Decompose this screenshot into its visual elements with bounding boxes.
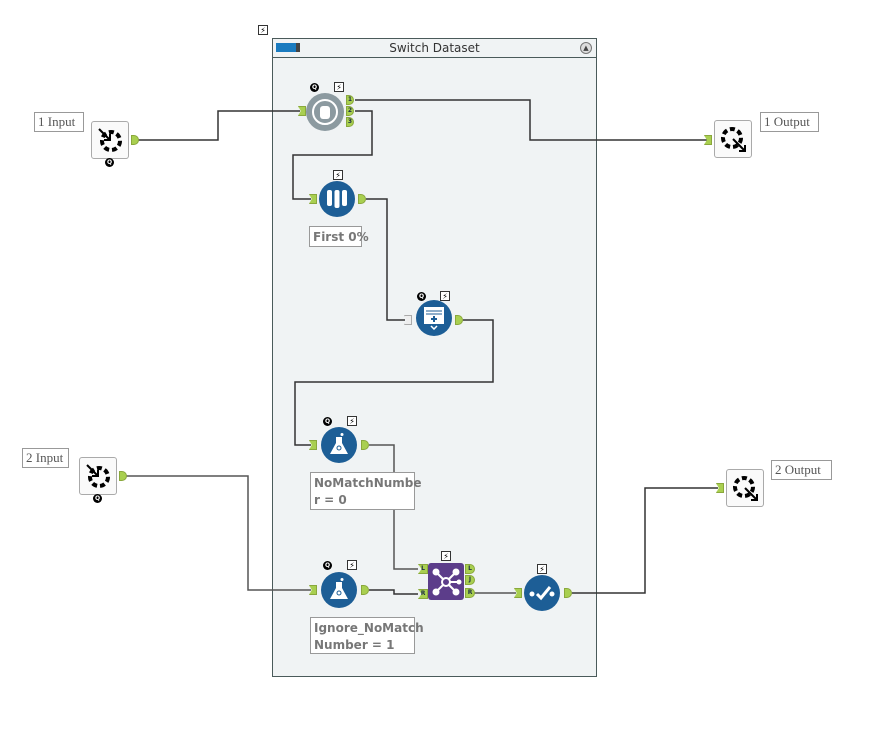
container-title: Switch Dataset bbox=[389, 41, 480, 55]
bolt-icon: ⚡ bbox=[537, 564, 547, 574]
formula-tool-2[interactable] bbox=[321, 572, 357, 608]
macro-output-1-label: 1 Output bbox=[760, 112, 819, 132]
macro-input-1-label: 1 Input bbox=[34, 112, 84, 132]
q-badge-icon: Q bbox=[105, 158, 114, 167]
output-anchor-2[interactable]: 2 bbox=[346, 106, 354, 116]
macro-output-gear-icon bbox=[733, 476, 758, 501]
bolt-icon: ⚡ bbox=[333, 170, 343, 180]
output-anchor-3[interactable]: 3 bbox=[346, 117, 354, 127]
q-badge-icon: Q bbox=[323, 417, 332, 426]
macro-input-2-tool[interactable] bbox=[79, 457, 117, 495]
sample-tool[interactable] bbox=[319, 181, 355, 217]
macro-output-gear-icon bbox=[721, 127, 746, 152]
macro-input-gear-icon bbox=[86, 464, 110, 488]
test-tubes-icon bbox=[327, 190, 347, 208]
bolt-icon: ⚡ bbox=[334, 82, 344, 92]
formula-2-annotation: Ignore_NoMatch Number = 1 bbox=[310, 617, 424, 654]
macro-output-2-label: 2 Output bbox=[771, 460, 832, 480]
output-anchor[interactable] bbox=[119, 471, 127, 481]
join-right-output-anchor[interactable]: R bbox=[465, 588, 475, 598]
macro-output-1-tool[interactable] bbox=[714, 120, 752, 158]
connection bbox=[292, 110, 373, 200]
macro-input-gear-icon bbox=[98, 128, 122, 152]
output-anchor[interactable] bbox=[131, 135, 139, 145]
formula-tool-1[interactable] bbox=[321, 427, 357, 463]
join-hub-icon bbox=[432, 568, 462, 595]
chevron-up-icon[interactable]: ▲ bbox=[580, 42, 592, 54]
q-badge-icon: Q bbox=[93, 494, 102, 503]
output-anchor[interactable] bbox=[361, 585, 369, 595]
join-join-output-anchor[interactable]: J bbox=[465, 575, 475, 585]
flask-icon bbox=[330, 433, 348, 454]
connection bbox=[369, 589, 418, 595]
bolt-icon: ⚡ bbox=[347, 416, 357, 426]
q-badge-icon: Q bbox=[323, 561, 332, 570]
bolt-icon: ⚡ bbox=[347, 560, 357, 570]
summarize-tool[interactable] bbox=[416, 300, 452, 336]
macro-input-2-label: 2 Input bbox=[22, 448, 69, 468]
connection bbox=[294, 319, 494, 446]
bolt-icon: ⚡ bbox=[441, 551, 451, 561]
macro-output-2-tool[interactable] bbox=[726, 469, 764, 507]
container-toggle[interactable] bbox=[276, 43, 300, 52]
container-header[interactable]: Switch Dataset ▲ bbox=[273, 39, 596, 58]
bolt-icon: ⚡ bbox=[440, 291, 450, 301]
formula-1-annotation: NoMatchNumbe r = 0 bbox=[310, 472, 422, 510]
output-anchor[interactable] bbox=[564, 588, 572, 598]
connection bbox=[366, 198, 405, 321]
connection bbox=[126, 475, 311, 591]
output-anchor[interactable] bbox=[358, 194, 366, 204]
output-anchor[interactable] bbox=[361, 440, 369, 450]
flask-icon bbox=[330, 578, 348, 599]
q-badge-icon: Q bbox=[417, 292, 426, 301]
join-tool[interactable] bbox=[428, 563, 464, 600]
output-anchor[interactable] bbox=[455, 315, 463, 325]
summarize-icon bbox=[424, 307, 444, 330]
switch-tool[interactable] bbox=[306, 93, 344, 131]
connection bbox=[572, 487, 718, 594]
container-bolt-icon: ⚡ bbox=[258, 25, 268, 35]
sample-annotation: First 0% bbox=[309, 226, 369, 247]
hand-stop-icon bbox=[312, 99, 338, 125]
test-tool[interactable] bbox=[524, 575, 560, 611]
checkmark-icon bbox=[529, 586, 555, 601]
connection bbox=[137, 110, 300, 141]
q-badge-icon: Q bbox=[310, 83, 319, 92]
connection bbox=[355, 99, 708, 141]
macro-input-1-tool[interactable] bbox=[91, 121, 129, 159]
join-left-output-anchor[interactable]: L bbox=[465, 564, 475, 574]
output-anchor-1[interactable]: 1 bbox=[346, 95, 354, 105]
